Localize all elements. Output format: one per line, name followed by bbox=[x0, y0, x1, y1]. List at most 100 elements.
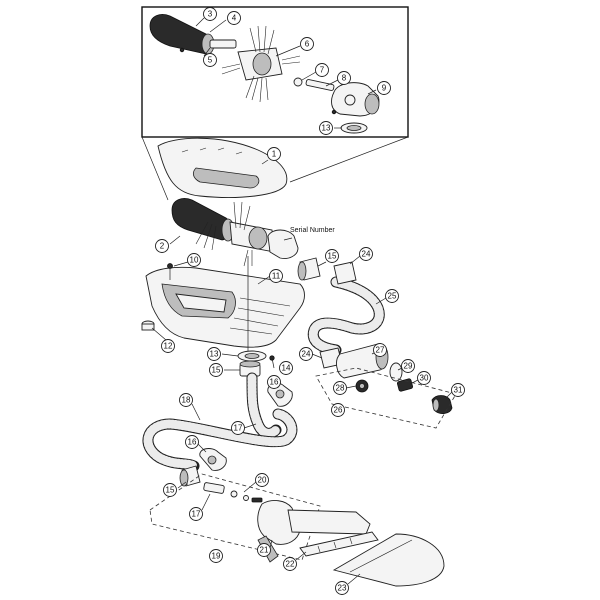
svg-text:17: 17 bbox=[192, 510, 201, 519]
svg-text:2: 2 bbox=[160, 242, 165, 251]
callout-23: 23 bbox=[335, 581, 349, 595]
svg-text:9: 9 bbox=[382, 84, 387, 93]
part-14-screw bbox=[269, 355, 275, 369]
svg-text:3: 3 bbox=[208, 10, 213, 19]
callout-27: 27 bbox=[373, 343, 387, 357]
svg-text:7: 7 bbox=[320, 66, 325, 75]
callout-16-lower: 16 bbox=[185, 435, 199, 449]
svg-text:5: 5 bbox=[208, 56, 213, 65]
part-1-top-cover bbox=[157, 137, 288, 198]
callout-21: 21 bbox=[257, 543, 271, 557]
callout-13-main: 13 bbox=[207, 347, 221, 361]
callout-20: 20 bbox=[255, 473, 269, 487]
part-31-end-cap bbox=[431, 395, 453, 414]
svg-text:17: 17 bbox=[234, 424, 243, 433]
callout-28: 28 bbox=[333, 381, 347, 395]
part-17-hose-a bbox=[246, 372, 282, 439]
part-9-swivel-housing bbox=[331, 82, 380, 117]
callout-24-upper: 24 bbox=[359, 247, 373, 261]
part-18-hose bbox=[142, 408, 298, 472]
callout-26: 26 bbox=[331, 403, 345, 417]
part-24-sleeve-a bbox=[333, 261, 357, 285]
svg-text:20: 20 bbox=[258, 476, 267, 485]
callout-24-lower: 24 bbox=[299, 347, 313, 361]
callout-19: 19 bbox=[209, 549, 223, 563]
callout-4: 4 bbox=[227, 11, 241, 25]
svg-text:24: 24 bbox=[362, 250, 371, 259]
svg-text:16: 16 bbox=[188, 438, 197, 447]
svg-text:19: 19 bbox=[212, 552, 221, 561]
callout-11: 11 bbox=[269, 269, 283, 283]
svg-text:13: 13 bbox=[322, 124, 331, 133]
svg-text:22: 22 bbox=[286, 560, 295, 569]
svg-text:15: 15 bbox=[166, 486, 175, 495]
part-2-roller-brush-assembly bbox=[171, 198, 299, 267]
svg-text:26: 26 bbox=[334, 406, 343, 415]
callout-17-lower: 17 bbox=[189, 507, 203, 521]
svg-text:12: 12 bbox=[164, 342, 173, 351]
part-12-foot bbox=[141, 320, 155, 331]
callout-25: 25 bbox=[385, 289, 399, 303]
callout-15-upper: 15 bbox=[325, 249, 339, 263]
part-3-roller bbox=[149, 14, 237, 55]
part-15-coupling-b bbox=[297, 257, 321, 281]
callout-30: 30 bbox=[417, 371, 431, 385]
callout-9: 9 bbox=[377, 81, 391, 95]
callout-3: 3 bbox=[203, 7, 217, 21]
screw-icon bbox=[331, 109, 337, 115]
callout-1: 1 bbox=[267, 147, 281, 161]
svg-text:23: 23 bbox=[338, 584, 347, 593]
part-23-fin bbox=[332, 533, 445, 587]
callout-13-inset: 13 bbox=[319, 121, 333, 135]
part-25-hose bbox=[307, 276, 385, 356]
callout-8: 8 bbox=[337, 71, 351, 85]
part-20-hardware bbox=[230, 490, 263, 503]
svg-text:29: 29 bbox=[404, 362, 413, 371]
part-29-collar bbox=[389, 362, 403, 382]
svg-text:6: 6 bbox=[305, 40, 310, 49]
callout-7: 7 bbox=[315, 63, 329, 77]
svg-text:31: 31 bbox=[454, 386, 463, 395]
svg-text:16: 16 bbox=[270, 378, 279, 387]
svg-text:14: 14 bbox=[282, 364, 291, 373]
svg-text:18: 18 bbox=[182, 396, 191, 405]
callout-15-lower: 15 bbox=[163, 483, 177, 497]
part-10-screw bbox=[167, 263, 173, 280]
part-15-coupling-a bbox=[239, 360, 261, 377]
inset-detail-box bbox=[141, 6, 409, 138]
callout-6: 6 bbox=[300, 37, 314, 51]
callout-12: 12 bbox=[161, 339, 175, 353]
svg-text:4: 4 bbox=[232, 14, 237, 23]
svg-text:24: 24 bbox=[302, 350, 311, 359]
part-7-ball bbox=[293, 77, 303, 87]
callout-22: 22 bbox=[283, 557, 297, 571]
part-6-brush-hub bbox=[221, 25, 301, 103]
part-8-pin bbox=[305, 79, 335, 91]
screw-icon bbox=[179, 47, 185, 53]
callout-10: 10 bbox=[187, 253, 201, 267]
svg-text:10: 10 bbox=[190, 256, 199, 265]
svg-text:15: 15 bbox=[328, 252, 337, 261]
callout-18: 18 bbox=[179, 393, 193, 407]
callout-14: 14 bbox=[279, 361, 293, 375]
part-11-base-housing bbox=[145, 266, 305, 348]
svg-text:25: 25 bbox=[388, 292, 397, 301]
serial-number-label: Serial Number bbox=[290, 227, 335, 234]
callout-16-main: 16 bbox=[267, 375, 281, 389]
callout-5: 5 bbox=[203, 53, 217, 67]
svg-text:11: 11 bbox=[272, 272, 281, 281]
svg-text:1: 1 bbox=[272, 150, 277, 159]
svg-text:8: 8 bbox=[342, 74, 347, 83]
svg-text:15: 15 bbox=[212, 366, 221, 375]
svg-text:27: 27 bbox=[376, 346, 385, 355]
callout-17-main: 17 bbox=[231, 421, 245, 435]
part-16-clamp-b bbox=[199, 448, 227, 471]
part-28-nut bbox=[355, 379, 369, 393]
callout-15-main: 15 bbox=[209, 363, 223, 377]
svg-text:21: 21 bbox=[260, 546, 269, 555]
svg-text:28: 28 bbox=[336, 384, 345, 393]
svg-text:30: 30 bbox=[420, 374, 429, 383]
callout-2: 2 bbox=[155, 239, 169, 253]
callout-31: 31 bbox=[451, 383, 465, 397]
